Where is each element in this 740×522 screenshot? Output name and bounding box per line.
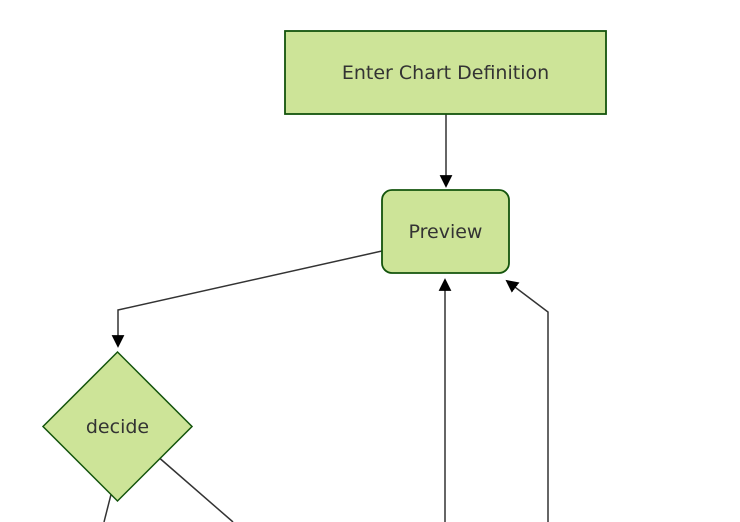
enter-chart-definition-label: Enter Chart Definition <box>342 62 549 84</box>
preview-shape <box>381 189 510 274</box>
decide-shape <box>41 350 194 503</box>
enter-chart-definition-shape <box>284 30 607 115</box>
edge-decide-down-left <box>103 494 112 522</box>
edge-decide-down-right <box>159 457 234 522</box>
node-decide: decide <box>41 350 194 503</box>
decide-label: decide <box>86 416 149 438</box>
node-preview: Preview <box>381 189 510 274</box>
preview-label: Preview <box>409 221 483 243</box>
edge-preview-to-decide <box>111 250 383 348</box>
edge-bottom-to-preview-2 <box>505 279 549 522</box>
node-enter-chart-definition: Enter Chart Definition <box>284 30 607 115</box>
